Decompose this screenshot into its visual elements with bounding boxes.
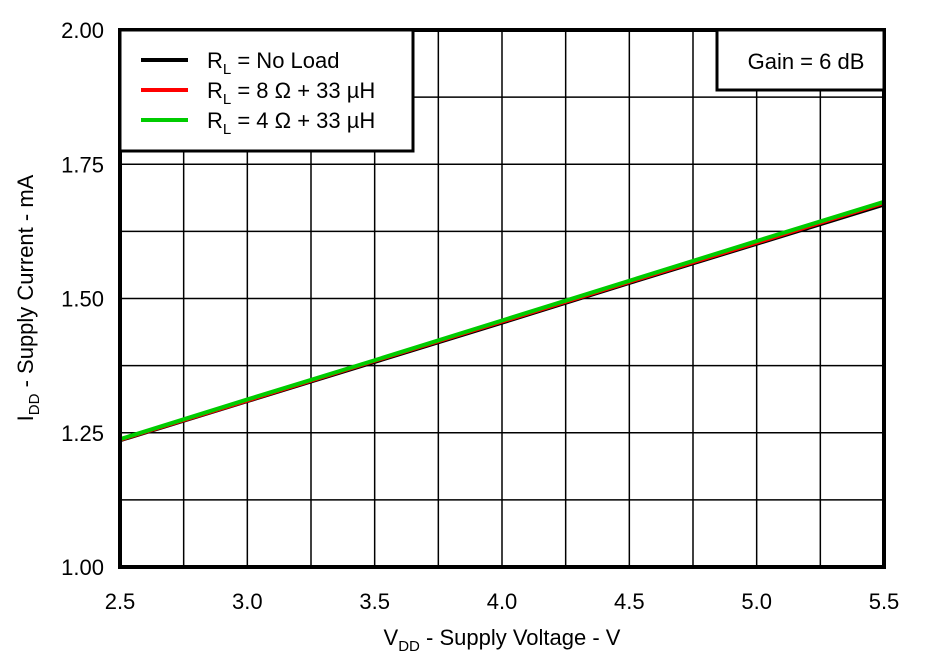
- legend-label: RL = No Load: [207, 48, 339, 78]
- y-axis-label: IDD - Supply Current - mA: [13, 174, 43, 421]
- x-tick-label: 4.0: [487, 589, 518, 614]
- y-tick-label: 2.00: [61, 18, 104, 43]
- y-tick-label: 1.75: [61, 152, 104, 177]
- x-tick-label: 3.0: [232, 589, 263, 614]
- x-tick-label: 5.0: [741, 589, 772, 614]
- series-lines: [119, 199, 885, 443]
- x-tick-label: 4.5: [614, 589, 645, 614]
- plot-frame: [118, 28, 886, 569]
- x-tick-label: 5.5: [869, 589, 900, 614]
- x-tick-label: 3.5: [359, 589, 390, 614]
- legend-label: RL = 8 Ω + 33 µH: [207, 78, 375, 108]
- y-axis-ticks: 1.00 1.25 1.50 1.75 2.00: [61, 18, 104, 580]
- grid: [120, 30, 884, 567]
- x-axis-ticks: 2.5 3.0 3.5 4.0 4.5 5.0 5.5: [105, 589, 900, 614]
- series-line: [119, 199, 885, 442]
- y-tick-label: 1.50: [61, 287, 104, 312]
- legend-label: RL = 4 Ω + 33 µH: [207, 108, 375, 138]
- x-tick-label: 2.5: [105, 589, 136, 614]
- gain-annotation: Gain = 6 dB: [748, 49, 865, 74]
- y-tick-label: 1.00: [61, 555, 104, 580]
- x-axis-label: VDD - Supply Voltage - V: [384, 625, 621, 655]
- annotation-box: Gain = 6 dB: [715, 28, 886, 92]
- y-tick-label: 1.25: [61, 421, 104, 446]
